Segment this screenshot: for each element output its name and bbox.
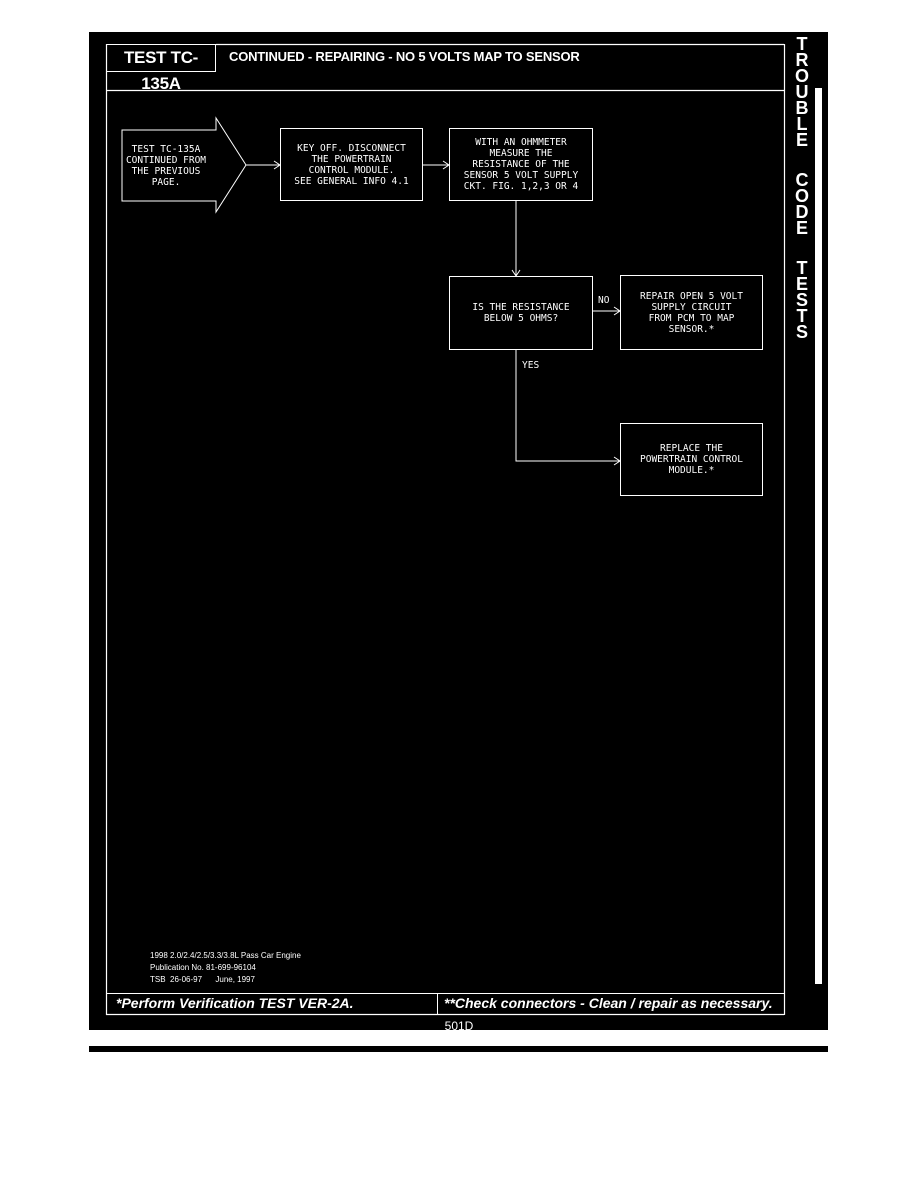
side-tab-bar bbox=[815, 88, 822, 984]
yes-label: YES bbox=[522, 360, 540, 371]
page-sheet bbox=[89, 32, 828, 1030]
side-letter: O bbox=[794, 66, 809, 86]
side-letter: C bbox=[795, 170, 809, 190]
start-node: TEST TC-135A CONTINUED FROM THE PREVIOUS… bbox=[125, 143, 207, 188]
side-letter: E bbox=[795, 274, 808, 294]
step2-box: WITH AN OHMMETER MEASURE THE RESISTANCE … bbox=[449, 128, 593, 201]
page-title: CONTINUED - REPAIRING - NO 5 VOLTS MAP T… bbox=[229, 49, 580, 64]
side-letter: E bbox=[795, 130, 808, 150]
side-letter: U bbox=[795, 82, 809, 102]
footer-right: **Check connectors - Clean / repair as n… bbox=[444, 995, 773, 1011]
page-number: 501D bbox=[444, 1019, 474, 1033]
no-label: NO bbox=[598, 295, 610, 306]
replace-box: REPLACE THE POWERTRAIN CONTROL MODULE.* bbox=[620, 423, 763, 496]
connector-yes bbox=[515, 350, 620, 462]
side-letter: T bbox=[796, 258, 808, 278]
step1-box: KEY OFF. DISCONNECT THE POWERTRAIN CONTR… bbox=[280, 128, 423, 201]
side-tab: T R O U B L E C O D E T E S T S bbox=[790, 34, 814, 342]
side-letter: T bbox=[796, 306, 808, 326]
side-letter: D bbox=[795, 202, 809, 222]
start-arrow-shape bbox=[121, 116, 247, 214]
repair-box: REPAIR OPEN 5 VOLT SUPPLY CIRCUIT FROM P… bbox=[620, 275, 763, 350]
side-letter: T bbox=[796, 34, 808, 54]
side-letter: B bbox=[795, 98, 809, 118]
side-letter: E bbox=[795, 218, 808, 238]
side-letter: R bbox=[795, 50, 809, 70]
bottom-rule bbox=[89, 1046, 828, 1052]
footer-left: *Perform Verification TEST VER-2A. bbox=[116, 995, 354, 1011]
side-letter: S bbox=[795, 290, 808, 310]
decision-box: IS THE RESISTANCE BELOW 5 OHMS? bbox=[449, 276, 593, 350]
side-letter: L bbox=[796, 114, 808, 134]
side-letter: O bbox=[794, 186, 809, 206]
publication-info: 1998 2.0/2.4/2.5/3.3/3.8L Pass Car Engin… bbox=[150, 951, 301, 984]
side-letter: S bbox=[795, 322, 808, 342]
